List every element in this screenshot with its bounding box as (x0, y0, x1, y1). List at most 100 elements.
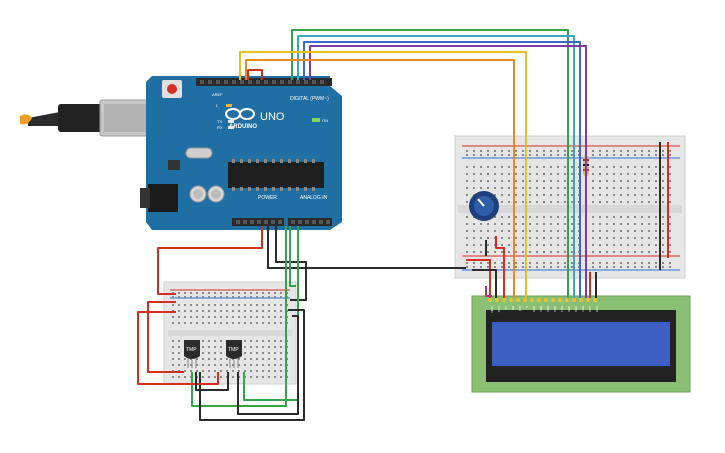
breadboard-hole (627, 150, 629, 152)
breadboard-hole (172, 376, 174, 378)
breadboard-hole (655, 173, 657, 175)
breadboard-hole (592, 223, 594, 225)
breadboard-hole (669, 244, 671, 246)
breadboard-hole (620, 194, 622, 196)
led-rx-label: RX (217, 125, 223, 130)
breadboard-hole (494, 266, 496, 268)
breadboard-hole (662, 223, 664, 225)
breadboard-hole (606, 150, 608, 152)
breadboard-hole (606, 173, 608, 175)
breadboard-hole (592, 216, 594, 218)
breadboard-hole (473, 166, 475, 168)
breadboard-hole (543, 150, 545, 152)
usb-cable-icon (20, 99, 153, 137)
breadboard-hole (172, 316, 174, 318)
lcd-pin-label: DB0 (532, 306, 536, 312)
breadboard-hole (669, 150, 671, 152)
lcd-pin (523, 298, 527, 302)
breadboard-hole (487, 187, 489, 189)
breadboard-hole (641, 251, 643, 253)
breadboard-hole (480, 187, 482, 189)
breadboard-hole (208, 370, 210, 372)
breadboard-hole (268, 358, 270, 360)
breadboard-hole (226, 310, 228, 312)
breadboard-hole (592, 251, 594, 253)
breadboard-hole (641, 201, 643, 203)
breadboard-hole (214, 340, 216, 342)
breadboard-hole (655, 194, 657, 196)
breadboard-hole (648, 230, 650, 232)
breadboard-hole (529, 166, 531, 168)
breadboard-hole (232, 358, 234, 360)
breadboard-hole (274, 346, 276, 348)
breadboard-hole (501, 187, 503, 189)
breadboard-hole (606, 244, 608, 246)
breadboard-hole (557, 201, 559, 203)
breadboard-hole (487, 266, 489, 268)
breadboard-hole (557, 230, 559, 232)
breadboard-hole (536, 154, 538, 156)
breadboard-hole (627, 180, 629, 182)
breadboard-hole (662, 187, 664, 189)
breadboard-hole (515, 180, 517, 182)
breadboard-hole (494, 216, 496, 218)
breadboard-hole (250, 292, 252, 294)
breadboard-hole (178, 340, 180, 342)
lcd-pin-label: E (525, 306, 529, 308)
breadboard-hole (487, 237, 489, 239)
breadboard-hole (613, 150, 615, 152)
breadboard-hole (599, 237, 601, 239)
breadboard-hole (620, 173, 622, 175)
breadboard-hole (487, 166, 489, 168)
breadboard-hole (522, 180, 524, 182)
breadboard-hole (268, 296, 270, 298)
breadboard-hole (262, 322, 264, 324)
breadboard-hole (592, 237, 594, 239)
breadboard-hole (501, 194, 503, 196)
breadboard-hole (501, 237, 503, 239)
breadboard-hole (480, 266, 482, 268)
breadboard-hole (202, 346, 204, 348)
breadboard-hole (564, 223, 566, 225)
breadboard-hole (606, 223, 608, 225)
breadboard-hole (256, 310, 258, 312)
breadboard-hole (214, 322, 216, 324)
breadboard-hole (571, 266, 573, 268)
breadboard-hole (480, 251, 482, 253)
breadboard-hole (634, 150, 636, 152)
breadboard-hole (178, 364, 180, 366)
breadboard-hole (669, 154, 671, 156)
breadboard-hole (508, 251, 510, 253)
breadboard-hole (172, 346, 174, 348)
breadboard-hole (669, 201, 671, 203)
breadboard-hole (599, 216, 601, 218)
breadboard-hole (494, 180, 496, 182)
breadboard-hole (226, 358, 228, 360)
breadboard-hole (648, 194, 650, 196)
breadboard-hole (274, 322, 276, 324)
breadboard-hole (274, 370, 276, 372)
breadboard-hole (268, 370, 270, 372)
breadboard-hole (508, 154, 510, 156)
breadboard-hole (262, 292, 264, 294)
breadboard-hole (256, 358, 258, 360)
breadboard-hole (536, 266, 538, 268)
breadboard-hole (238, 310, 240, 312)
breadboard-hole (268, 304, 270, 306)
breadboard-hole (634, 180, 636, 182)
breadboard-hole (473, 230, 475, 232)
arduino-logo-icon (225, 108, 255, 120)
breadboard-hole (501, 154, 503, 156)
breadboard-hole (529, 187, 531, 189)
breadboard-hole (494, 187, 496, 189)
breadboard-hole (522, 150, 524, 152)
breadboard-hole (244, 292, 246, 294)
breadboard-hole (220, 304, 222, 306)
breadboard-hole (172, 340, 174, 342)
breadboard-hole (613, 237, 615, 239)
breadboard-hole (196, 296, 198, 298)
breadboard-hole (190, 370, 192, 372)
breadboard-hole (280, 322, 282, 324)
breadboard-hole (515, 194, 517, 196)
breadboard-hole (620, 150, 622, 152)
